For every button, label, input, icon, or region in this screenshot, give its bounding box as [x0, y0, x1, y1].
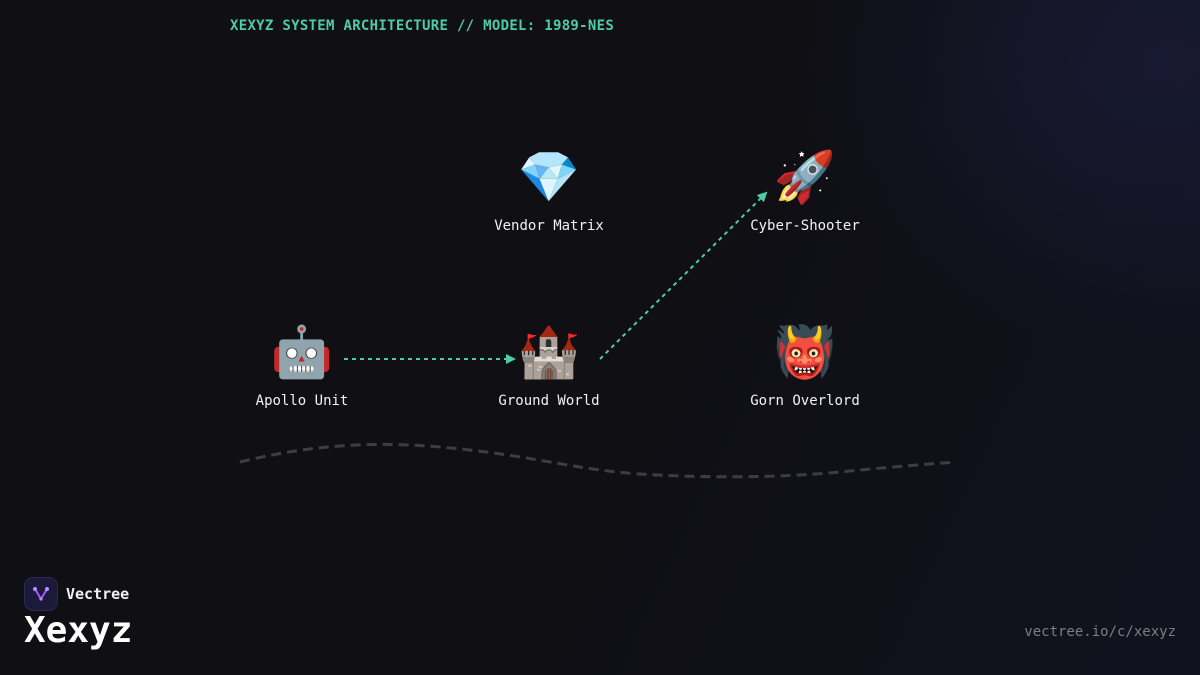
node-label: Ground World — [498, 393, 600, 409]
rocket-icon: 🚀 — [773, 148, 837, 206]
node-label: Gorn Overlord — [750, 393, 860, 409]
node-gorn-overlord[interactable]: 👹 Gorn Overlord — [725, 321, 885, 409]
node-ground-world[interactable]: 🏰 Ground World — [469, 321, 629, 409]
node-apollo-unit[interactable]: 🤖 Apollo Unit — [222, 321, 382, 409]
brand-block: Vectree — [24, 577, 129, 611]
node-cyber-shooter[interactable]: 🚀 Cyber-Shooter — [725, 146, 885, 234]
vectree-logo-icon — [24, 577, 58, 611]
node-vendor-matrix[interactable]: 💎 Vendor Matrix — [469, 146, 629, 234]
edge-ground-world-to-cyber-shooter — [599, 191, 768, 360]
project-title: Xexyz — [24, 610, 133, 651]
diagram-title: XEXYZ SYSTEM ARCHITECTURE // MODEL: 1989… — [230, 18, 615, 34]
brand-name: Vectree — [66, 585, 130, 603]
gem-icon: 💎 — [517, 148, 581, 206]
castle-icon: 🏰 — [517, 323, 581, 381]
node-label: Cyber-Shooter — [750, 218, 860, 234]
node-label: Vendor Matrix — [494, 218, 604, 234]
ogre-icon: 👹 — [773, 323, 837, 381]
robot-icon: 🤖 — [270, 323, 334, 381]
footer-url-link[interactable]: vectree.io/c/xexyz — [1024, 624, 1176, 640]
timeline-path — [239, 442, 957, 479]
node-label: Apollo Unit — [255, 393, 349, 409]
